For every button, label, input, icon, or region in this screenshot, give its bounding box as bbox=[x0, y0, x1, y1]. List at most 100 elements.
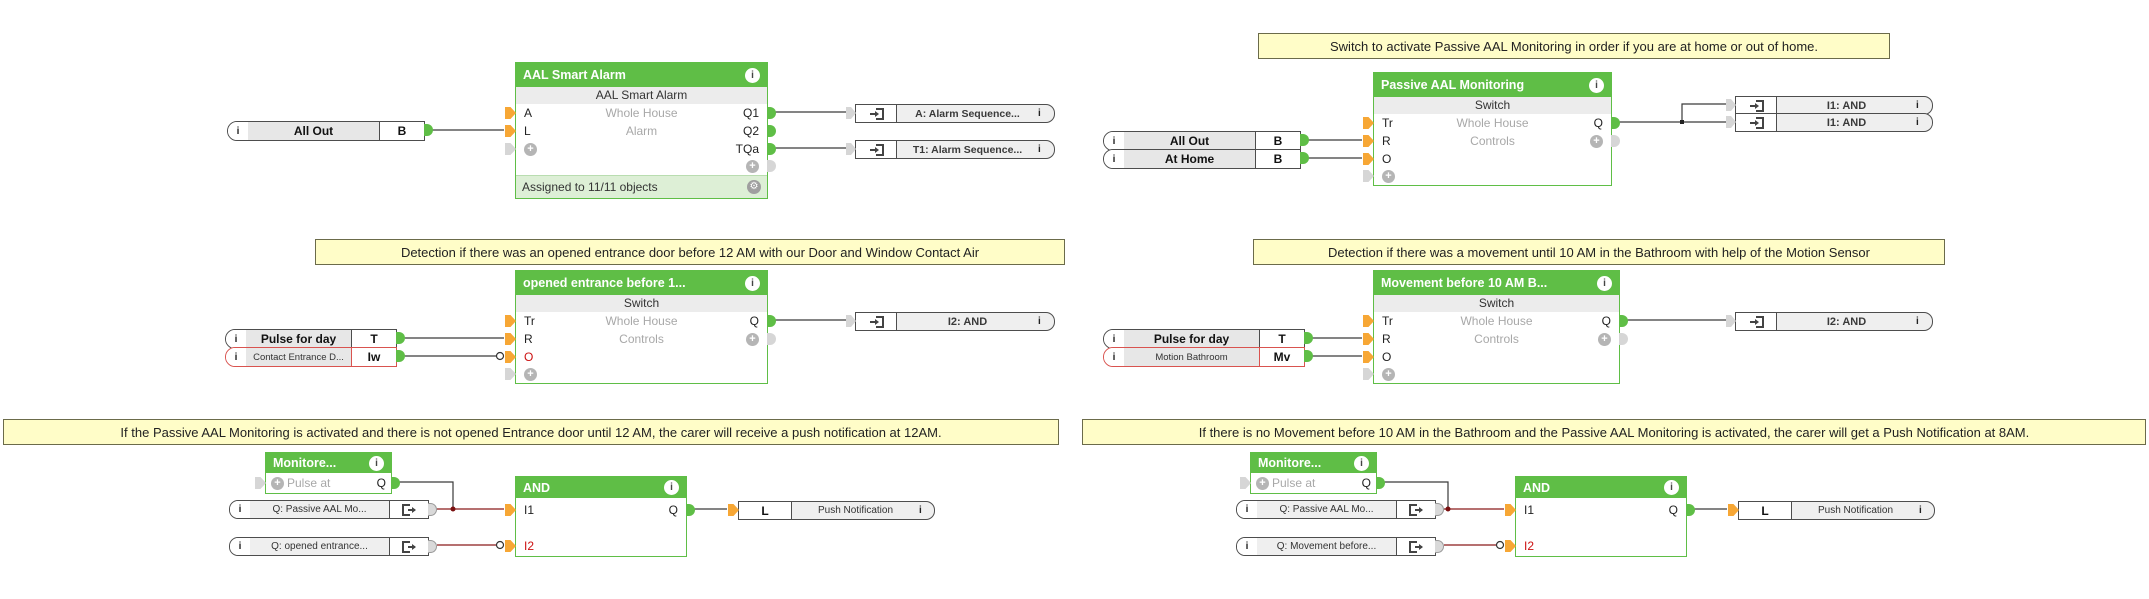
info-icon[interactable]: i bbox=[1919, 505, 1922, 516]
output-connector-gray[interactable] bbox=[1435, 503, 1444, 516]
info-icon[interactable]: i bbox=[745, 67, 760, 83]
info-icon[interactable]: i bbox=[1597, 275, 1612, 291]
input-connector-tr[interactable] bbox=[1363, 315, 1374, 327]
info-icon[interactable]: i bbox=[228, 122, 248, 140]
input-connector-o[interactable] bbox=[1363, 351, 1374, 363]
ref-input-q-movement[interactable]: i Q: Movement before... bbox=[1236, 537, 1444, 556]
function-block-movement-before-10am[interactable]: Movement before 10 AM B... i Switch Tr W… bbox=[1363, 270, 1628, 384]
input-connector-i1[interactable] bbox=[505, 504, 516, 516]
info-icon[interactable]: i bbox=[230, 538, 250, 555]
input-connector-r[interactable] bbox=[505, 333, 516, 345]
add-output-icon[interactable]: + bbox=[1598, 332, 1611, 346]
ref-output-i2-and-left[interactable]: I2: AND i bbox=[846, 312, 1055, 331]
output-connector-q[interactable] bbox=[1611, 117, 1620, 129]
add-input-icon[interactable]: + bbox=[271, 476, 284, 490]
source-motion-bathroom[interactable]: i Motion Bathroom Mv bbox=[1103, 347, 1313, 367]
ref-input-q-opened-entrance[interactable]: i Q: opened entrance... bbox=[229, 537, 437, 556]
output-connector-q[interactable] bbox=[391, 477, 400, 489]
ref-output-i1-and-1[interactable]: I1: AND i bbox=[1726, 96, 1933, 115]
input-connector-r[interactable] bbox=[1363, 135, 1374, 147]
input-connector-i1[interactable] bbox=[1505, 504, 1516, 516]
source-at-home[interactable]: i At Home B bbox=[1103, 149, 1309, 169]
add-output-icon[interactable]: + bbox=[746, 160, 759, 173]
info-icon[interactable]: i bbox=[369, 455, 384, 471]
input-connector-l[interactable] bbox=[505, 125, 516, 137]
function-block-opened-entrance[interactable]: opened entrance before 1... i Switch Tr … bbox=[505, 270, 776, 384]
info-icon[interactable]: i bbox=[1104, 150, 1124, 168]
info-icon[interactable]: i bbox=[1038, 144, 1041, 155]
ref-input-q-passive-right[interactable]: i Q: Passive AAL Mo... bbox=[1236, 500, 1444, 519]
info-icon[interactable]: i bbox=[1237, 501, 1257, 518]
info-icon[interactable]: i bbox=[1038, 316, 1041, 327]
source-contact-entrance-door[interactable]: i Contact Entrance D... Iw bbox=[225, 347, 405, 367]
source-pulse-for-day-1[interactable]: i Pulse for day T bbox=[225, 329, 405, 349]
output-connector-green[interactable] bbox=[1300, 134, 1309, 146]
info-icon[interactable]: i bbox=[1916, 316, 1919, 327]
output-connector-green[interactable] bbox=[396, 332, 405, 344]
note-movement[interactable]: Detection if there was a movement until … bbox=[1253, 239, 1945, 265]
add-input-icon[interactable]: + bbox=[1382, 368, 1395, 381]
source-pulse-for-day-2[interactable]: i Pulse for day T bbox=[1103, 329, 1313, 349]
info-icon[interactable]: i bbox=[226, 348, 246, 366]
output-connector-q[interactable] bbox=[1619, 315, 1628, 327]
function-block-and-right[interactable]: AND i I1 Q I2 bbox=[1505, 476, 1695, 557]
add-output-icon[interactable]: + bbox=[1590, 134, 1603, 148]
output-connector-q[interactable] bbox=[1376, 477, 1385, 489]
info-icon[interactable]: i bbox=[226, 330, 246, 348]
function-block-monitore-left[interactable]: Monitore... i + Pulse at Q bbox=[255, 452, 400, 494]
gear-icon[interactable]: ⚙ bbox=[747, 180, 761, 194]
input-connector-i2[interactable] bbox=[1505, 540, 1516, 552]
info-icon[interactable]: i bbox=[1916, 117, 1919, 128]
ref-output-i2-and-right[interactable]: I2: AND i bbox=[1726, 312, 1933, 331]
output-connector-green[interactable] bbox=[424, 124, 433, 136]
output-connector-gray[interactable] bbox=[428, 503, 437, 516]
output-connector-q[interactable] bbox=[767, 315, 776, 327]
info-icon[interactable]: i bbox=[1038, 108, 1041, 119]
input-connector-tr[interactable] bbox=[505, 315, 516, 327]
source-all-out-2[interactable]: i All Out B bbox=[1103, 131, 1309, 151]
input-connector-o[interactable] bbox=[1363, 153, 1374, 165]
input-connector-tr[interactable] bbox=[1363, 117, 1374, 129]
info-icon[interactable]: i bbox=[1237, 538, 1257, 555]
input-connector-r[interactable] bbox=[1363, 333, 1374, 345]
input-connector-i2[interactable] bbox=[505, 540, 516, 552]
ref-output-i1-and-2[interactable]: I1: AND i bbox=[1726, 113, 1933, 132]
info-icon[interactable]: i bbox=[1104, 348, 1124, 366]
ref-input-q-passive-left[interactable]: i Q: Passive AAL Mo... bbox=[229, 500, 437, 519]
output-connector-q[interactable] bbox=[1686, 504, 1695, 516]
info-icon[interactable]: i bbox=[1589, 77, 1604, 93]
source-all-out-1[interactable]: i All Out B bbox=[227, 121, 433, 141]
function-block-monitore-right[interactable]: Monitore... i + Pulse at Q bbox=[1240, 452, 1385, 494]
output-connector-gray[interactable] bbox=[1435, 540, 1444, 553]
input-connector-o[interactable] bbox=[505, 351, 516, 363]
info-icon[interactable]: i bbox=[1354, 455, 1369, 471]
add-input-icon[interactable]: + bbox=[524, 368, 537, 381]
note-push-12am[interactable]: If the Passive AAL Monitoring is activat… bbox=[3, 419, 1059, 445]
actuator-push-notification-right[interactable]: L Push Notification i bbox=[1728, 501, 1935, 520]
output-connector-q[interactable] bbox=[686, 504, 695, 516]
ref-output-t1-alarm-sequence[interactable]: T1: Alarm Sequence... i bbox=[846, 140, 1055, 159]
output-connector-gray[interactable] bbox=[428, 540, 437, 553]
add-input-icon[interactable]: + bbox=[1382, 170, 1395, 183]
info-icon[interactable]: i bbox=[230, 501, 250, 518]
output-connector-tqa[interactable] bbox=[767, 143, 776, 155]
info-icon[interactable]: i bbox=[1664, 480, 1679, 495]
info-icon[interactable]: i bbox=[745, 275, 760, 291]
note-push-8am[interactable]: If there is no Movement before 10 AM in … bbox=[1082, 419, 2146, 445]
output-connector-q2[interactable] bbox=[767, 125, 776, 137]
output-connector-q1[interactable] bbox=[767, 107, 776, 119]
info-icon[interactable]: i bbox=[664, 480, 679, 495]
info-icon[interactable]: i bbox=[1104, 330, 1124, 348]
output-connector-green[interactable] bbox=[1304, 350, 1313, 362]
input-connector-a[interactable] bbox=[505, 107, 516, 119]
actuator-push-notification-left[interactable]: L Push Notification i bbox=[728, 501, 935, 520]
info-icon[interactable]: i bbox=[919, 505, 922, 516]
note-passive-monitoring[interactable]: Switch to activate Passive AAL Monitorin… bbox=[1258, 33, 1890, 59]
ref-output-a-alarm-sequence[interactable]: A: Alarm Sequence... i bbox=[846, 104, 1055, 123]
output-connector-green[interactable] bbox=[396, 350, 405, 362]
function-block-aal-smart-alarm[interactable]: AAL Smart Alarm i AAL Smart Alarm A Whol… bbox=[505, 62, 776, 199]
info-icon[interactable]: i bbox=[1104, 132, 1124, 150]
output-connector-green[interactable] bbox=[1300, 152, 1309, 164]
info-icon[interactable]: i bbox=[1916, 100, 1919, 111]
function-block-passive-aal-monitoring[interactable]: Passive AAL Monitoring i Switch Tr Whole… bbox=[1363, 72, 1620, 186]
